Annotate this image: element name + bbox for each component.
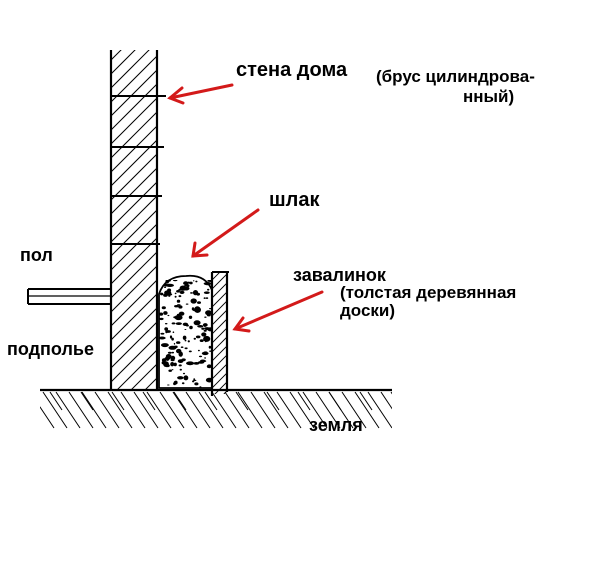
label-floor: пол bbox=[20, 245, 53, 265]
label-zavalinok-note-line1: (толстая деревянная bbox=[340, 283, 517, 302]
zavalinok-board bbox=[210, 271, 229, 396]
log-seams bbox=[111, 95, 166, 245]
label-ground: земля bbox=[309, 415, 363, 435]
label-underfloor: подполье bbox=[7, 339, 94, 359]
label-slag: шлак bbox=[269, 189, 320, 211]
label-zavalinok-note-line2: доски) bbox=[340, 301, 396, 320]
arrow-to-slag bbox=[191, 208, 260, 258]
label-house-wall: стена дома bbox=[236, 59, 348, 81]
arrow-to-zavalinok bbox=[232, 290, 324, 333]
label-house-wall-note-line2: нный) bbox=[463, 87, 515, 106]
slag-fill bbox=[158, 274, 213, 389]
label-zavalinok: завалинок bbox=[293, 265, 386, 285]
label-house-wall-note-line1: (брус цилиндрова- bbox=[376, 67, 535, 86]
floor-boards bbox=[27, 288, 111, 305]
house-wall bbox=[109, 50, 166, 390]
ground bbox=[40, 388, 392, 429]
arrow-to-wall bbox=[167, 83, 234, 105]
